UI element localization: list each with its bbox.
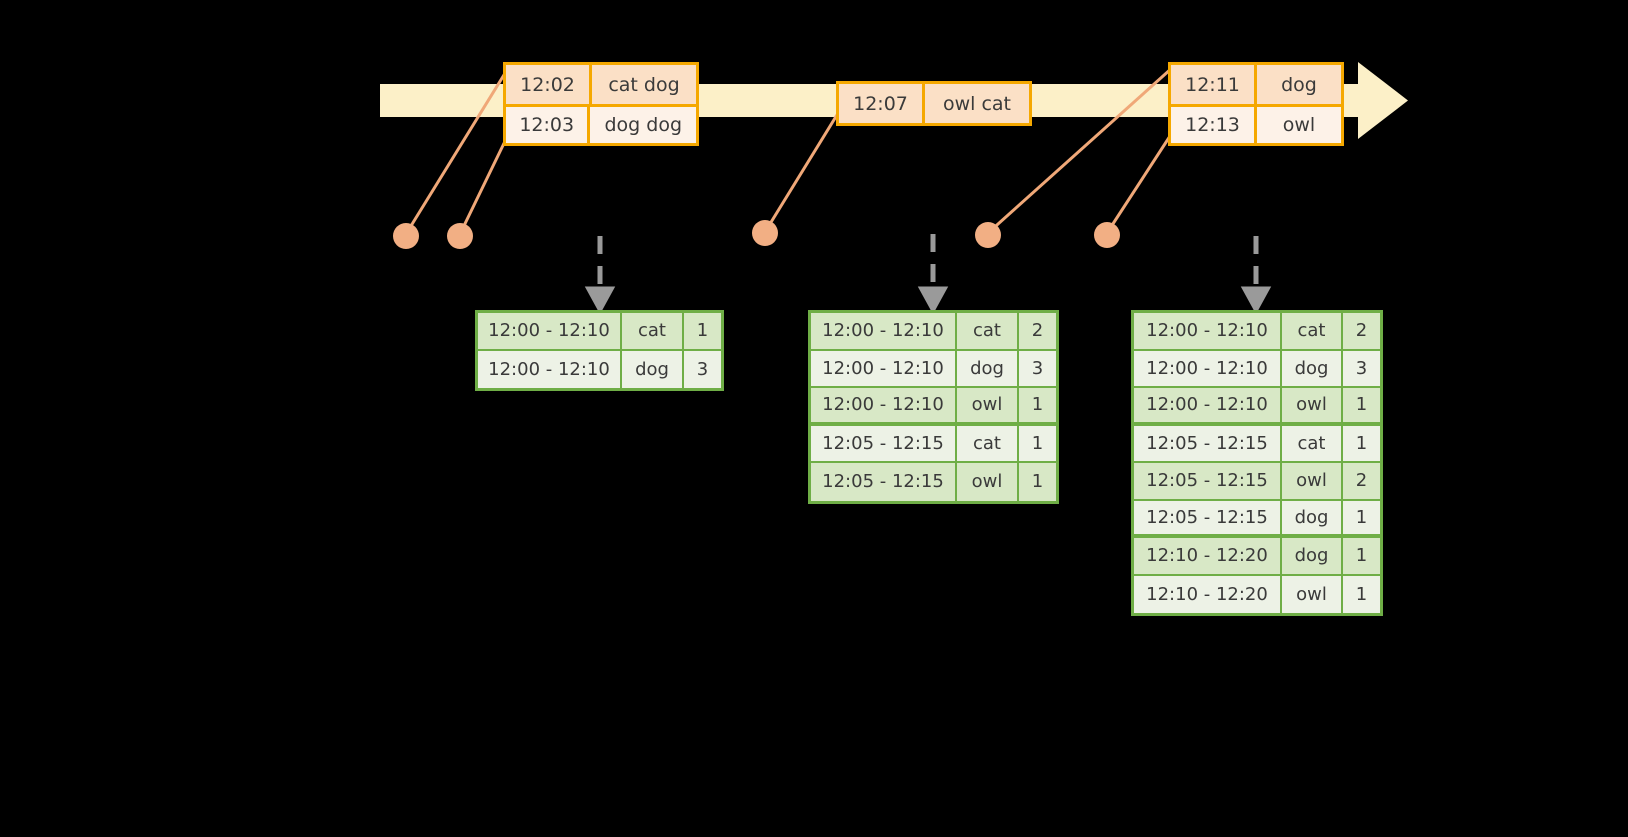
count-cell: 1 — [1355, 394, 1368, 416]
table-row[interactable]: 12:00 - 12:10 cat 2 — [1134, 313, 1380, 351]
table-row[interactable]: 12:10 - 12:20 owl 1 — [1134, 575, 1380, 613]
table-row[interactable]: 12:05 - 12:15 owl 2 — [1134, 463, 1380, 501]
key-cell: dog — [1282, 500, 1343, 534]
result-table-3[interactable]: 12:00 - 12:10 cat 2 12:00 - 12:10 dog 3 … — [1131, 310, 1383, 616]
key-cell: dog — [1282, 350, 1343, 386]
event-time: 12:02 — [506, 65, 592, 104]
event-row[interactable]: 12:02 cat dog — [506, 65, 696, 104]
table-row[interactable]: 12:05 - 12:15 dog 1 — [1134, 500, 1380, 538]
key-cell: cat — [1282, 313, 1343, 349]
key-cell: owl — [1282, 575, 1343, 613]
event-value: owl cat — [942, 92, 1012, 115]
table-row[interactable]: 12:00 - 12:10 cat 1 — [478, 313, 721, 351]
dot-1 — [393, 223, 419, 249]
table-row[interactable]: 12:00 - 12:10 cat 2 — [811, 313, 1056, 351]
event-row[interactable]: 12:11 dog — [1171, 65, 1341, 104]
result-table-2[interactable]: 12:00 - 12:10 cat 2 12:00 - 12:10 dog 3 … — [808, 310, 1059, 504]
event-value: owl — [1282, 114, 1316, 136]
key-cell: owl — [1282, 388, 1343, 422]
window-cell: 12:00 - 12:10 — [1134, 388, 1282, 422]
count-cell: 1 — [1355, 506, 1368, 528]
count-cell: 3 — [1031, 357, 1044, 379]
event-group-2[interactable]: 12:07 owl cat — [836, 81, 1032, 126]
key-cell: dog — [1282, 538, 1343, 574]
key-cell: owl — [957, 388, 1019, 422]
event-value: dog — [1281, 73, 1317, 96]
window-cell: 12:00 - 12:10 — [811, 388, 957, 422]
dashed-arrow-3 — [1240, 236, 1272, 315]
table-row[interactable]: 12:00 - 12:10 dog 3 — [478, 350, 721, 388]
window-cell: 12:05 - 12:15 — [1134, 425, 1282, 461]
dot-3 — [752, 220, 778, 246]
event-group-1[interactable]: 12:02 cat dog 12:03 dog dog — [503, 62, 699, 146]
dot-4 — [975, 222, 1001, 248]
count-cell: 1 — [1355, 432, 1368, 454]
processing-time-dots — [393, 220, 1120, 249]
event-group-3[interactable]: 12:11 dog 12:13 owl — [1168, 62, 1344, 146]
key-cell: dog — [957, 350, 1019, 386]
table-row[interactable]: 12:05 - 12:15 cat 1 — [1134, 425, 1380, 463]
window-cell: 12:00 - 12:10 — [478, 313, 622, 349]
window-cell: 12:00 - 12:10 — [1134, 350, 1282, 386]
count-cell: 1 — [1355, 583, 1368, 605]
event-time: 12:11 — [1171, 65, 1257, 104]
event-time: 12:13 — [1171, 107, 1257, 143]
dot-2 — [447, 223, 473, 249]
window-cell: 12:05 - 12:15 — [1134, 463, 1282, 499]
count-cell: 2 — [1031, 320, 1044, 342]
window-cell: 12:00 - 12:10 — [478, 350, 622, 388]
dashed-arrow-1 — [584, 236, 616, 315]
window-cell: 12:05 - 12:15 — [1134, 500, 1282, 534]
window-cell: 12:10 - 12:20 — [1134, 575, 1282, 613]
table-row[interactable]: 12:10 - 12:20 dog 1 — [1134, 538, 1380, 576]
table-row[interactable]: 12:00 - 12:10 owl 1 — [811, 388, 1056, 426]
window-cell: 12:05 - 12:15 — [811, 463, 957, 501]
table-row[interactable]: 12:00 - 12:10 owl 1 — [1134, 388, 1380, 426]
event-value: dog dog — [604, 114, 682, 136]
count-cell: 3 — [1355, 357, 1368, 379]
window-cell: 12:05 - 12:15 — [811, 425, 957, 461]
key-cell: cat — [957, 425, 1019, 461]
window-cell: 12:00 - 12:10 — [811, 350, 957, 386]
result-table-1[interactable]: 12:00 - 12:10 cat 1 12:00 - 12:10 dog 3 — [475, 310, 724, 391]
event-time: 12:07 — [839, 84, 925, 123]
event-time: 12:03 — [506, 107, 591, 143]
count-cell: 1 — [1031, 471, 1044, 493]
window-cell: 12:00 - 12:10 — [811, 313, 957, 349]
table-row[interactable]: 12:00 - 12:10 dog 3 — [811, 350, 1056, 388]
count-cell: 1 — [1031, 394, 1044, 416]
event-row[interactable]: 12:03 dog dog — [506, 104, 696, 143]
table-row[interactable]: 12:00 - 12:10 dog 3 — [1134, 350, 1380, 388]
count-cell: 2 — [1355, 320, 1368, 342]
key-cell: cat — [1282, 425, 1343, 461]
count-cell: 2 — [1355, 470, 1368, 492]
count-cell: 3 — [696, 358, 709, 380]
window-cell: 12:10 - 12:20 — [1134, 538, 1282, 574]
event-row[interactable]: 12:07 owl cat — [839, 84, 1029, 123]
window-cell: 12:00 - 12:10 — [1134, 313, 1282, 349]
table-row[interactable]: 12:05 - 12:15 cat 1 — [811, 425, 1056, 463]
key-cell: cat — [622, 313, 684, 349]
count-cell: 1 — [696, 320, 709, 342]
dashed-arrows — [584, 234, 1272, 315]
count-cell: 1 — [1031, 432, 1044, 454]
key-cell: dog — [622, 350, 684, 388]
key-cell: cat — [957, 313, 1019, 349]
event-value: cat dog — [608, 73, 680, 96]
dashed-arrow-2 — [917, 234, 949, 315]
key-cell: owl — [957, 463, 1019, 501]
key-cell: owl — [1282, 463, 1343, 499]
table-row[interactable]: 12:05 - 12:15 owl 1 — [811, 463, 1056, 501]
dot-5 — [1094, 222, 1120, 248]
count-cell: 1 — [1355, 545, 1368, 567]
event-row[interactable]: 12:13 owl — [1171, 104, 1341, 143]
